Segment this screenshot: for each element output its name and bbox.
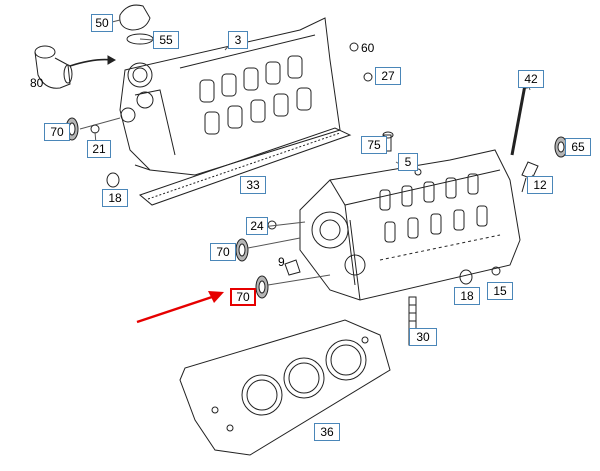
- part-label-75[interactable]: 75: [361, 136, 387, 154]
- plug-18-lower: [459, 269, 473, 285]
- part-label-80[interactable]: 80: [30, 76, 44, 90]
- part-label-18-upper[interactable]: 18: [102, 189, 128, 207]
- washer-27: [363, 72, 373, 82]
- washer-24: [267, 220, 277, 230]
- part-label-15[interactable]: 15: [487, 282, 513, 300]
- part-label-70-mid[interactable]: 70: [210, 243, 236, 261]
- part-label-55[interactable]: 55: [153, 31, 179, 49]
- part-label-9[interactable]: 9: [278, 255, 285, 269]
- washer-15: [491, 266, 501, 276]
- part-label-3[interactable]: 3: [228, 31, 248, 49]
- part-label-5[interactable]: 5: [398, 153, 418, 171]
- breather-fitting: [34, 45, 117, 89]
- bolt-42: [510, 79, 532, 156]
- part-label-21[interactable]: 21: [87, 140, 111, 158]
- part-label-60[interactable]: 60: [361, 41, 375, 55]
- highlight-arrow: [136, 291, 224, 324]
- upper-gasket: [138, 127, 352, 206]
- part-label-42[interactable]: 42: [518, 70, 544, 88]
- part-label-70-upper[interactable]: 70: [44, 123, 70, 141]
- part-label-30[interactable]: 30: [409, 328, 437, 346]
- part-label-36[interactable]: 36: [314, 423, 340, 441]
- head-gasket: [179, 319, 391, 456]
- part-label-12[interactable]: 12: [527, 176, 553, 194]
- part-label-65[interactable]: 65: [565, 138, 591, 156]
- oil-cap: [119, 4, 151, 31]
- part-label-27[interactable]: 27: [375, 67, 401, 85]
- plug-18-upper: [106, 172, 120, 188]
- part-label-70-highlighted[interactable]: 70: [230, 288, 256, 306]
- part-label-50[interactable]: 50: [91, 14, 113, 32]
- part-label-33[interactable]: 33: [240, 176, 266, 194]
- plug-9: [284, 259, 301, 276]
- part-label-24[interactable]: 24: [246, 217, 268, 235]
- washer-60: [349, 42, 359, 52]
- upper-cylinder-head: [119, 17, 341, 176]
- part-label-18-lower[interactable]: 18: [454, 287, 480, 305]
- lower-cylinder-head: [299, 149, 521, 301]
